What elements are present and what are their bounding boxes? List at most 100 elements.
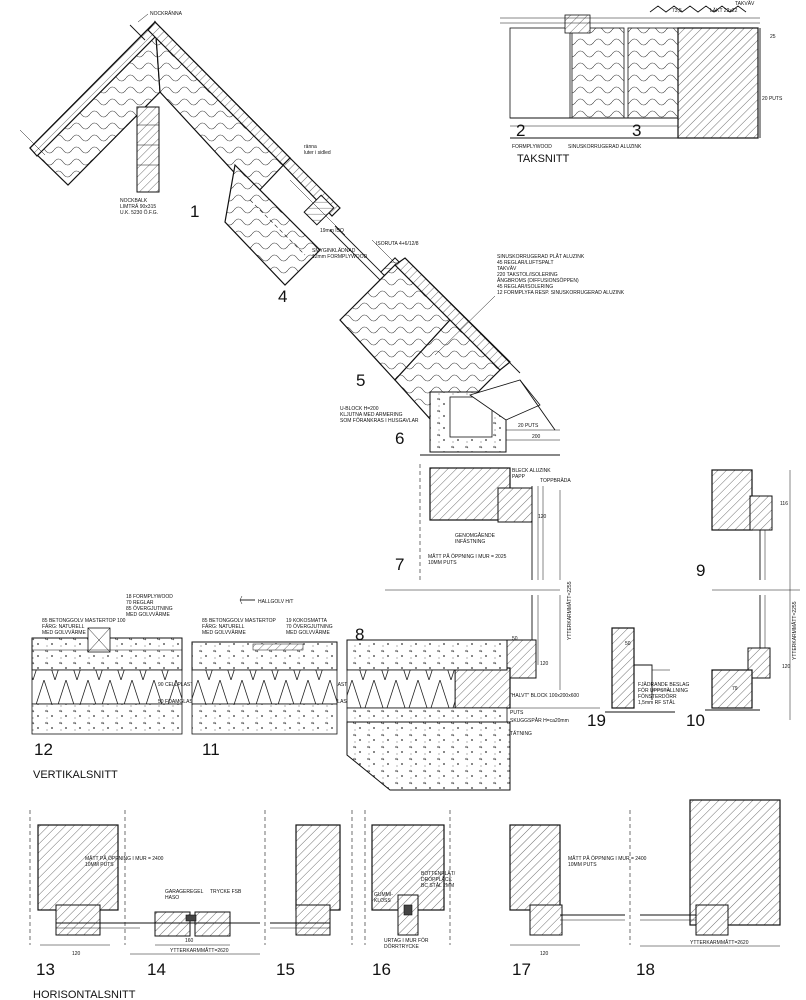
label-ublock-1: U-BLOCK H=200 xyxy=(340,406,379,412)
label-lakt: LÄKT 22x22 xyxy=(710,7,738,14)
label-matt2400-13-2: 10MM PUTS xyxy=(85,862,114,868)
label-matt-oppning-1: MÅTT PÅ ÖPPNING I MUR = 2025 xyxy=(428,553,507,560)
label-floor12b-1: 18 FORMPLYWOOD xyxy=(126,594,173,600)
label-nockbalk-2: LIMTRÄ 90x315 xyxy=(120,203,156,210)
label-dim79: 79 xyxy=(732,686,738,692)
detail-number-11: 11 xyxy=(202,740,220,759)
label-hallgolv: HALLGOLV H/T xyxy=(258,599,293,605)
label-dim120-17: 120 xyxy=(540,951,549,957)
label-matt2400-13-1: MÅTT PÅ ÖPPNING I MUR = 2400 xyxy=(85,855,164,862)
label-dim120-7: 120 xyxy=(538,514,547,520)
detail-number-18: 18 xyxy=(636,960,655,979)
label-genom-1: GENOMGÅENDE xyxy=(455,532,496,539)
label-nockranna: NOCKRÄNNA xyxy=(150,10,183,17)
label-ranna-1: ränna xyxy=(304,144,317,150)
label-bleck-3: TOPPBRÄDA xyxy=(540,477,571,484)
label-smyg-1: SMYGINKLÄDNAD xyxy=(312,247,356,254)
detail-number-19: 19 xyxy=(587,711,606,730)
label-fjad-4: 1,5mm RF STÅL xyxy=(638,699,675,706)
label-floor11-3: MED GOLVVÄRME xyxy=(202,629,246,636)
floor-detail-12 xyxy=(31,627,183,735)
detail-number-9: 9 xyxy=(696,561,705,580)
horizontal-detail-17 xyxy=(509,810,631,946)
label-floor12b-4: MED GOLVVÄRME xyxy=(126,611,170,618)
label-foamglas-12: 50 FOAMGLAS xyxy=(158,699,193,705)
label-roof-layer-5: ÅNGBROMS (DIFFUSIONSÖPPEN) xyxy=(497,277,579,284)
label-ytterkarm-9: YTTERKARMMÅTT=2255 xyxy=(791,601,798,660)
label-bottenplat-3: BC STÅL 2MM xyxy=(421,882,454,889)
label-floor11b-2: 70 ÖVERGJUTNING xyxy=(286,623,333,630)
label-roof-layer-6: 45 REGLAR/ISOLERING xyxy=(497,284,553,290)
label-takvav: TAKVÄV xyxy=(735,0,755,7)
detail-number-3: 3 xyxy=(632,121,641,140)
bracket-detail-19 xyxy=(605,627,675,713)
label-garage-1: GARAGEREGEL xyxy=(165,889,204,895)
floor-detail-11 xyxy=(191,595,338,735)
label-cellplast-12: 90 CELLPLAST xyxy=(158,682,193,688)
label-roof-layer-7: 12 FORMPLYFA RESP. SINUSKORRUGERAD ALUZI… xyxy=(497,290,625,296)
label-matt2400-17-1: MÅTT PÅ ÖPPNING I MUR = 2400 xyxy=(568,855,647,862)
label-floor12b-3: 85 ÖVERGJUTNING xyxy=(126,605,173,612)
label-floor12-1: 85 BETONGGOLV MASTERTOP 100 xyxy=(42,618,126,624)
label-dim120-8: 120 xyxy=(540,661,549,667)
detail-number-1: 1 xyxy=(190,202,199,221)
label-skugg: SKUGGSPÅR H=ca20mm xyxy=(510,717,569,724)
label-ytter2620-14: YTTERKARMMÅTT=2620 xyxy=(170,947,229,954)
label-nockbalk-1: NOCKBALK xyxy=(120,198,148,204)
label-dim25: 25 xyxy=(770,34,776,40)
label-bleck-1: BLECK ALUZINK xyxy=(512,468,551,474)
detail-number-17: 17 xyxy=(512,960,531,979)
detail-number-14: 14 xyxy=(147,960,166,979)
label-floor11b-1: 19 KOKOSMATTA xyxy=(286,618,328,624)
label-dim50-8: 50 xyxy=(512,636,518,642)
horizontal-detail-16 xyxy=(364,810,451,945)
detail-number-8: 8 xyxy=(355,625,364,644)
label-roof-layer-2: 45 REGLAR/LUFTSPALT xyxy=(497,260,554,266)
label-dim120-10: 120 xyxy=(782,664,791,670)
label-gummi-1: GUMMI- xyxy=(374,892,393,898)
label-iso19: 19mm ISO xyxy=(320,228,344,234)
detail-number-12: 12 xyxy=(34,740,53,759)
label-matt2400-17-2: 10MM PUTS xyxy=(568,862,597,868)
label-fjad-1: FJÄDRANDE BESLAG xyxy=(638,681,690,688)
detail-number-13: 13 xyxy=(36,960,55,979)
label-floor11-1: 85 BETONGGOLV MASTERTOP xyxy=(202,618,276,624)
label-bleck-2: PAPP xyxy=(512,474,526,480)
label-trycke: TRYCKE FSB xyxy=(210,889,242,895)
door-detail-9-10 xyxy=(705,469,800,720)
label-urtag-2: DÖRRTRYCKE xyxy=(384,943,419,950)
label-puts: PUTS xyxy=(510,710,524,716)
detail-number-15: 15 xyxy=(276,960,295,979)
section-title-horisontalsnitt: HORISONTALSNITT xyxy=(33,989,136,1000)
detail-number-2: 2 xyxy=(516,121,525,140)
label-bottenplat-2: DROPPLÅCK xyxy=(421,876,453,883)
label-dim116: 116 xyxy=(780,501,788,507)
section-title-vertikalsnitt: VERTIKALSNITT xyxy=(33,769,118,781)
label-gummi-2: KLOSS xyxy=(374,898,391,904)
taksnitt-detail-2-3 xyxy=(500,5,761,139)
label-bottenplat-1: BOTTENPLÅT/ xyxy=(421,870,456,877)
label-ublock-3: SOM FÖRANKRAS I HUSGAVLAR xyxy=(340,417,419,424)
label-fjad-3: FÖNSTERDÖRR xyxy=(638,693,677,700)
label-tatning: TÄTNING xyxy=(510,730,532,737)
horizontal-detail-14 xyxy=(124,810,266,955)
label-halvt: "HALVT" BLOCK 100x200x600 xyxy=(510,693,579,699)
label-smyg-2: 12mm FORMPLYWOOD xyxy=(312,254,368,260)
label-dim160: 160 xyxy=(185,938,194,944)
label-formplywood: FORMPLYWOOD xyxy=(512,144,552,150)
label-dim73: 73,5 xyxy=(672,8,682,14)
label-urtag-1: URTAG I MUR FÖR xyxy=(384,937,429,944)
label-dim200: 200 xyxy=(532,434,541,440)
label-floor12b-2: 70 REGLAR xyxy=(126,600,154,606)
detail-number-10: 10 xyxy=(686,711,705,730)
horizontal-detail-13 xyxy=(29,810,140,946)
label-floor11b-3: MED GOLVVÄRME xyxy=(286,629,330,636)
roof-slope-detail-4 xyxy=(224,157,346,286)
label-floor11-2: FÄRG: NATURELL xyxy=(202,623,245,630)
label-nockbalk-3: U.K. 5230 Ö.F.G. xyxy=(120,209,158,216)
label-matt-oppning-2: 10MM PUTS xyxy=(428,560,457,566)
label-roof-layer-4: 220 TAKSTOL/ISOLERING xyxy=(497,272,558,278)
eave-detail-6 xyxy=(420,379,560,456)
label-ytter2620-18: YTTERKARMMÅTT=2620 xyxy=(690,939,749,946)
